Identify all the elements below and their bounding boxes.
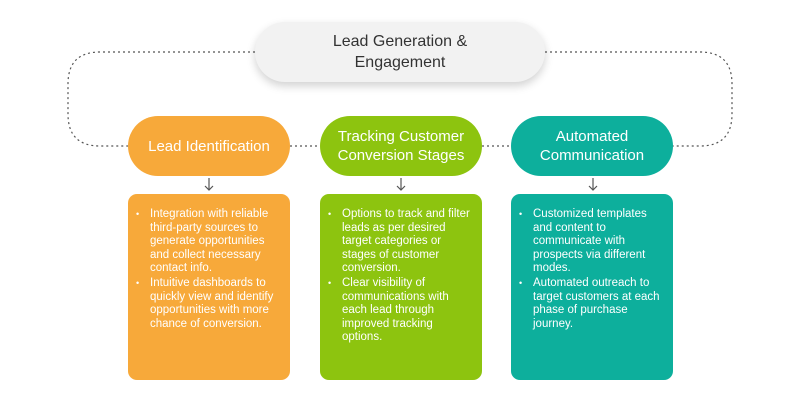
bullet-item: •Integration with reliable third-party s… — [136, 208, 269, 275]
stage-pill-lead-identification: Lead Identification — [128, 116, 290, 176]
bullet-text: Automated outreach to target customers a… — [533, 276, 660, 330]
right-loop-connector — [545, 51, 733, 147]
stage-card-lead-identification: •Integration with reliable third-party s… — [128, 194, 290, 380]
bullet-text: Intuitive dashboards to quickly view and… — [150, 276, 274, 330]
down-arrow-icon — [204, 178, 214, 191]
bullet-text: Options to track and filter leads as per… — [342, 208, 470, 275]
stage-card-tracking-customer-conversion: •Options to track and filter leads as pe… — [320, 194, 482, 380]
left-loop-connector — [67, 51, 255, 147]
bullet-item: •Automated outreach to target customers … — [519, 276, 660, 330]
bullet-text: Clear visibility of communications with … — [342, 276, 449, 344]
bullet-item: •Intuitive dashboards to quickly view an… — [136, 276, 274, 330]
down-arrow-icon — [588, 178, 598, 191]
bullet-item: •Clear visibility of communications with… — [328, 276, 449, 344]
bullet-item: •Options to track and filter leads as pe… — [328, 208, 470, 275]
bullet-item: •Customized templates and content to com… — [519, 208, 647, 275]
stage-pill-automated-communication: Automated Communication — [511, 116, 673, 176]
stage-card-automated-communication: •Customized templates and content to com… — [511, 194, 673, 380]
bullet-text: Customized templates and content to comm… — [533, 208, 647, 275]
down-arrow-icon — [396, 178, 406, 191]
diagram-title: Lead Generation & Engagement — [255, 22, 545, 82]
stage-pill-tracking-customer-conversion: Tracking Customer Conversion Stages — [320, 116, 482, 176]
bullet-text: Integration with reliable third-party so… — [150, 208, 269, 275]
